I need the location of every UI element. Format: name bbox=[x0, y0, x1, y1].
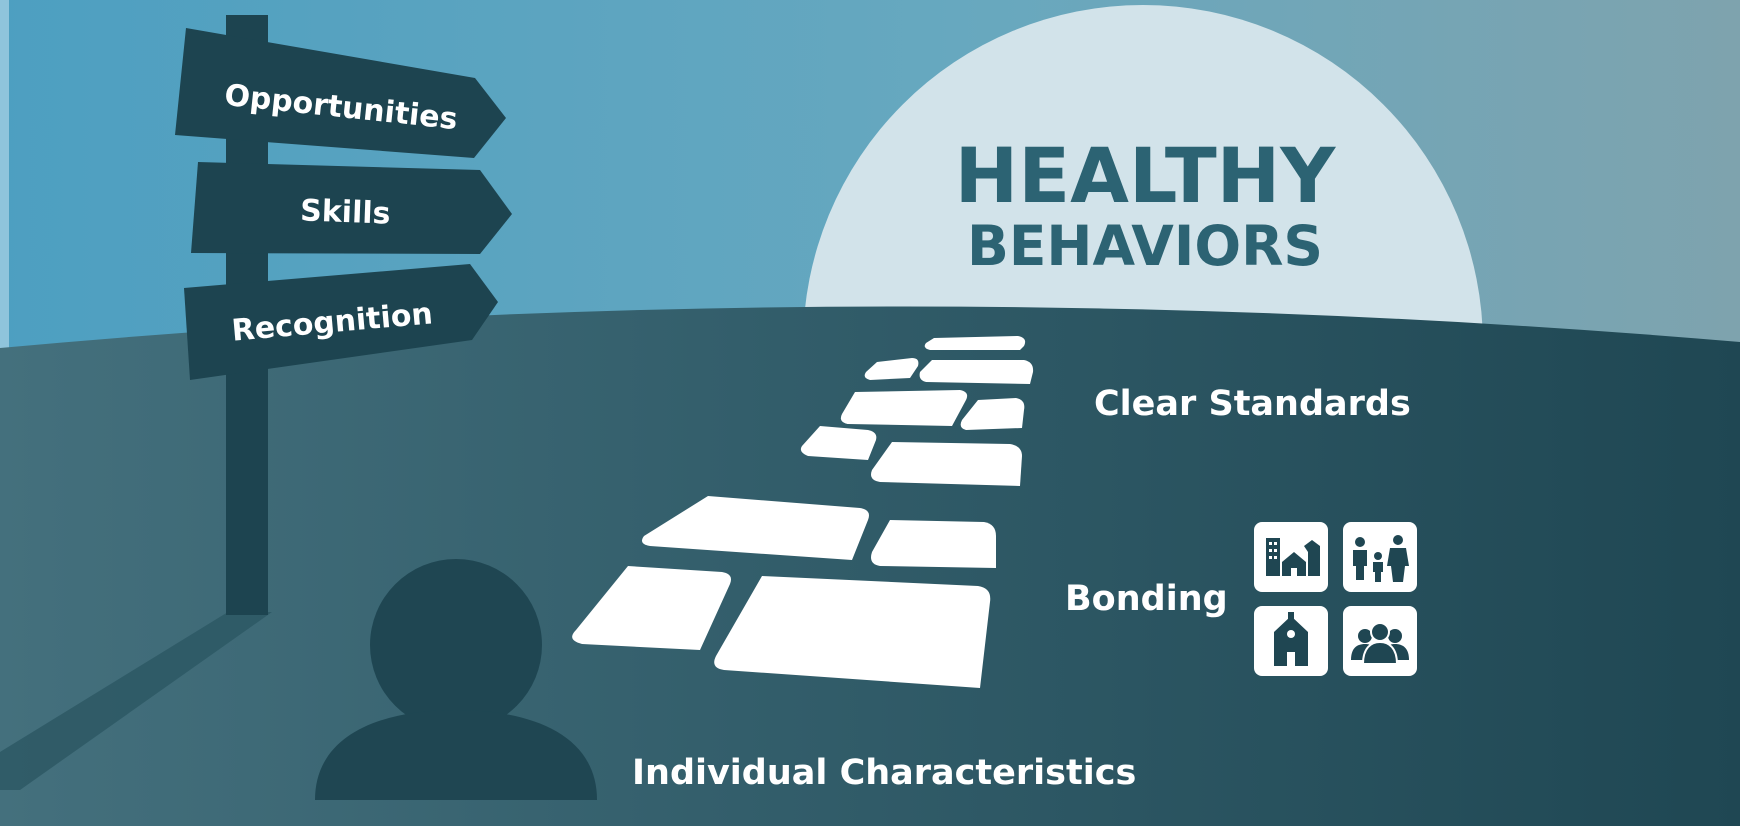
school-icon bbox=[1254, 606, 1328, 676]
community-buildings-icon bbox=[1254, 522, 1328, 592]
stone bbox=[924, 336, 1026, 350]
sign-opportunities: Opportunities bbox=[175, 28, 506, 158]
stone bbox=[714, 576, 991, 688]
person-body bbox=[315, 710, 597, 800]
stone bbox=[871, 520, 996, 568]
stone bbox=[572, 566, 731, 650]
sign-skills-label: Skills bbox=[300, 193, 391, 231]
person-figure bbox=[315, 559, 597, 800]
label-clear-standards: Clear Standards bbox=[1094, 384, 1411, 424]
person-head bbox=[370, 559, 542, 731]
stone bbox=[800, 426, 877, 460]
group-of-people-icon bbox=[1343, 606, 1417, 676]
signpost-shadow bbox=[0, 612, 272, 790]
bonding-icons bbox=[1254, 522, 1417, 676]
stone bbox=[871, 442, 1022, 486]
stone bbox=[864, 358, 919, 380]
title-healthy: HEALTHY bbox=[955, 131, 1337, 220]
stone bbox=[642, 496, 869, 560]
label-bonding: Bonding bbox=[1065, 579, 1228, 619]
stepping-stones-path bbox=[572, 336, 1034, 688]
stone bbox=[960, 398, 1025, 430]
stone bbox=[840, 390, 968, 426]
title-behaviors: BEHAVIORS bbox=[967, 214, 1323, 278]
sign-recognition: Recognition bbox=[184, 264, 498, 380]
family-icon bbox=[1343, 522, 1417, 592]
stone bbox=[919, 360, 1034, 384]
sign-skills: Skills bbox=[191, 162, 512, 254]
label-individual-characteristics: Individual Characteristics bbox=[632, 753, 1136, 793]
